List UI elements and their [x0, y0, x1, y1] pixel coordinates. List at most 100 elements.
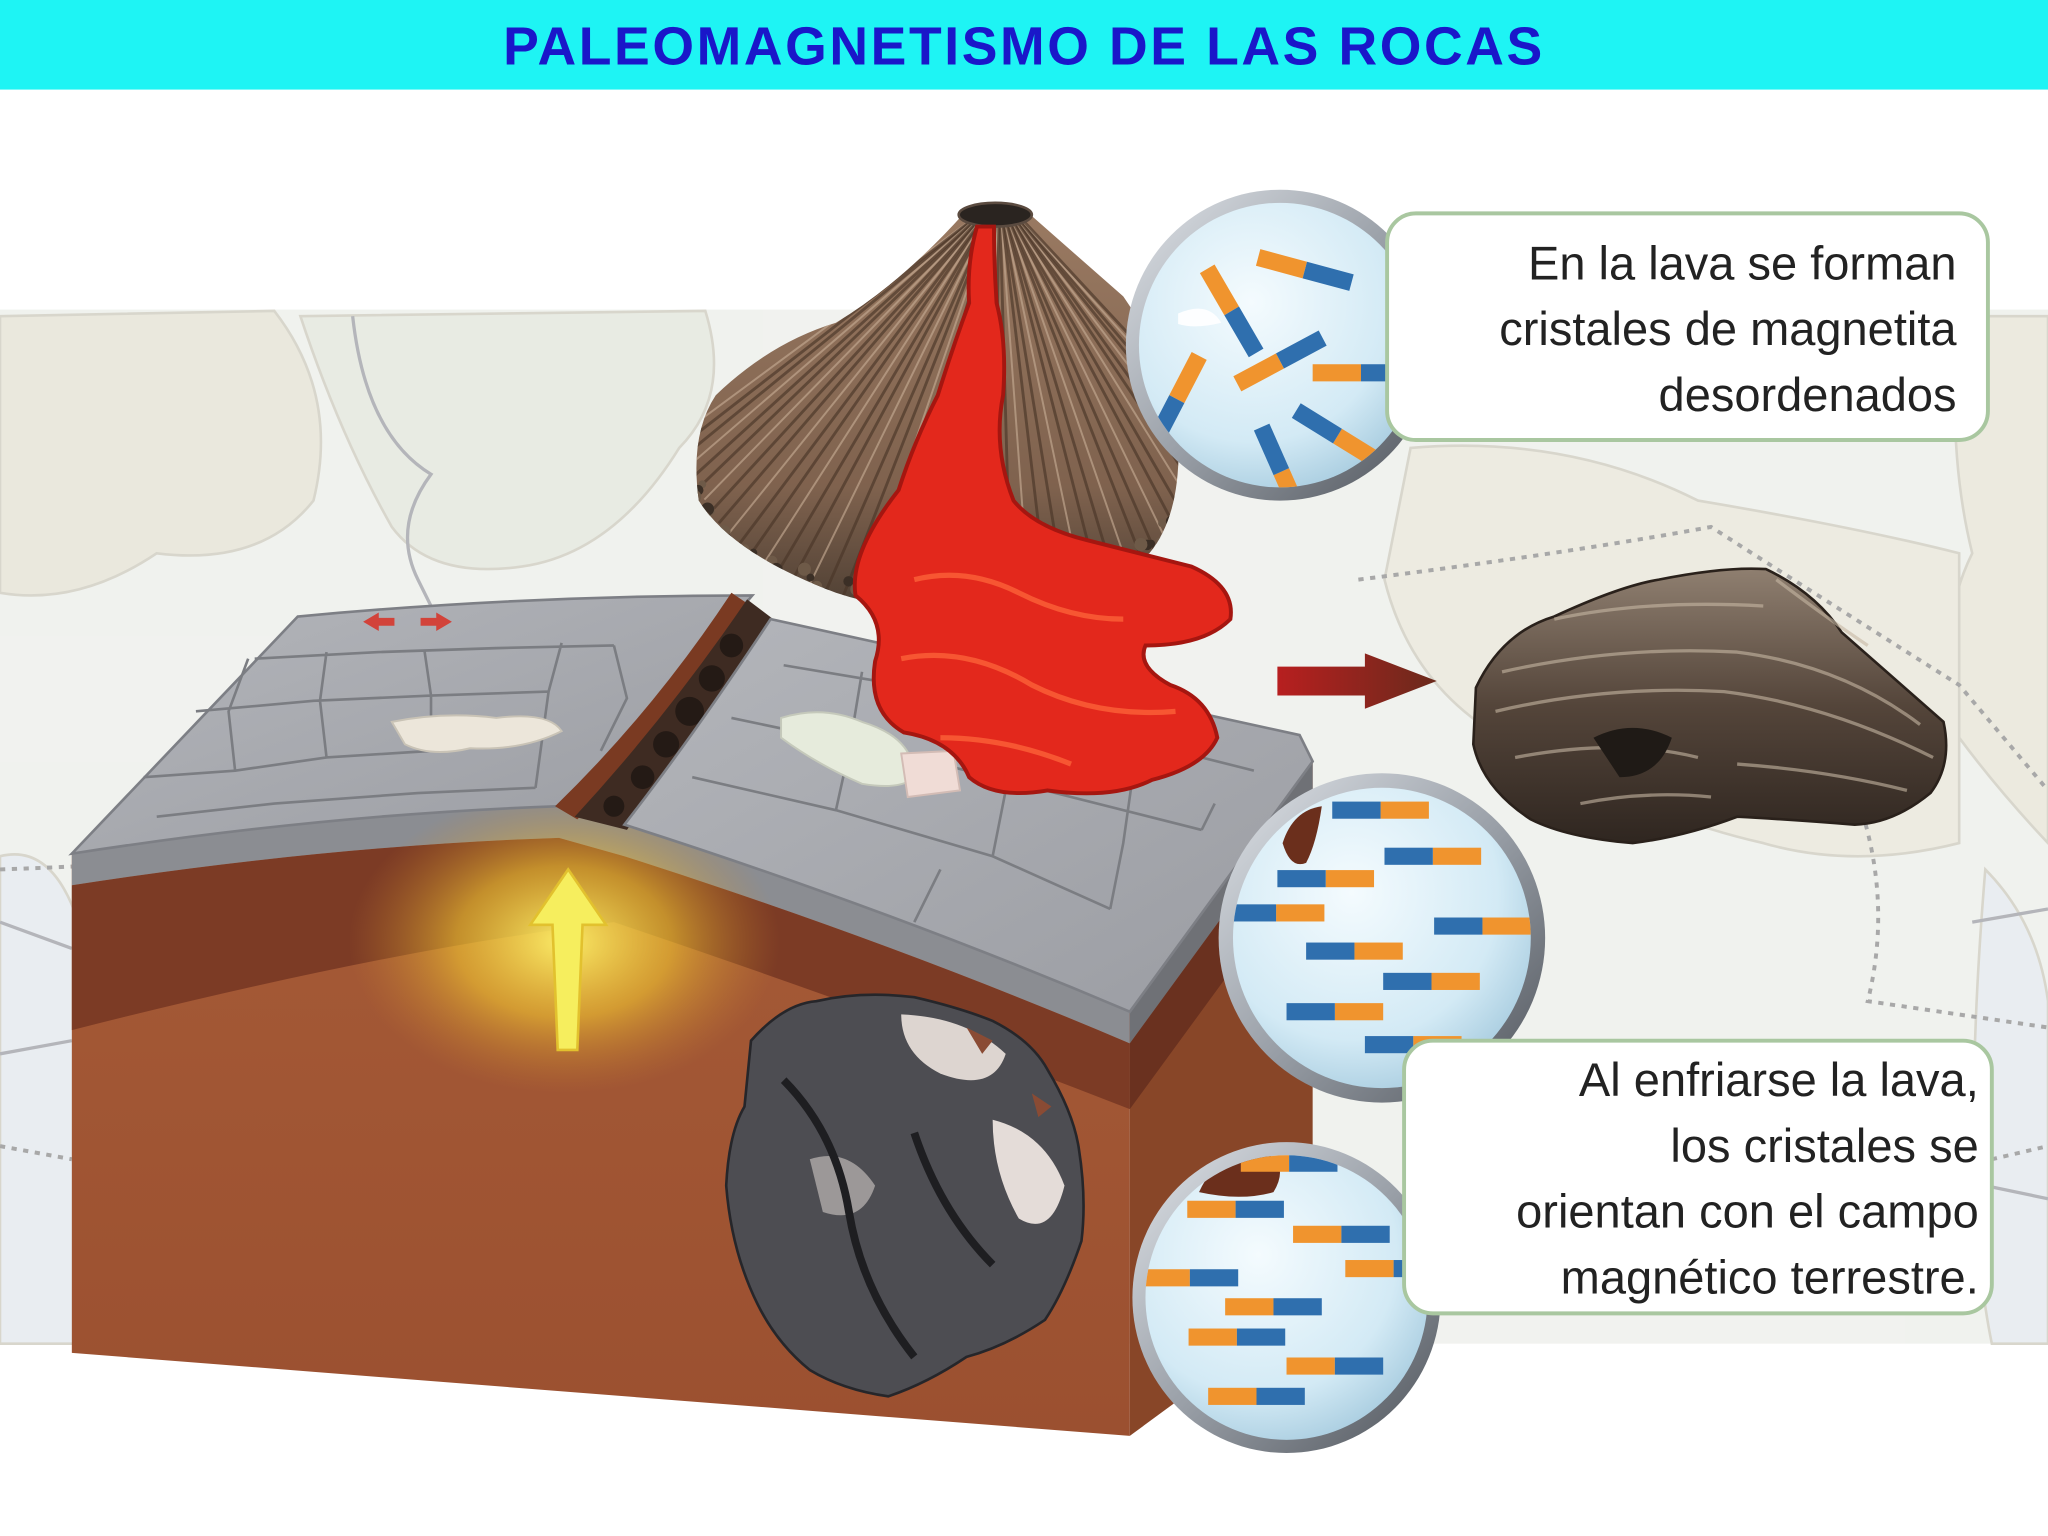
crystal-pole-blue [1291, 403, 1342, 444]
magnetite-crystal-aligned [1383, 972, 1480, 990]
rock-dark-vein [780, 1077, 996, 1360]
crystal-pole-blue [1306, 942, 1355, 960]
crystal-pole-orange [1199, 264, 1239, 316]
crystal-pole-orange [1334, 1003, 1384, 1021]
volcano-ash-speckle [1134, 537, 1148, 552]
crystal-pole-orange [1233, 353, 1284, 392]
volcano-ridge-line [696, 220, 972, 438]
crystal-pole-orange [1431, 972, 1480, 990]
crystal-pole-blue [1236, 1328, 1286, 1346]
volcano-ridge-line [1011, 220, 1170, 546]
volcano-ridge-line [762, 220, 985, 566]
map-landmass [0, 309, 323, 597]
map-border-line [1358, 524, 2048, 792]
rubble-stone [719, 633, 744, 658]
crystal-pole-blue [1434, 917, 1483, 935]
magnetite-crystal-aligned [1286, 1003, 1384, 1021]
crystal-pole-blue [1224, 306, 1264, 358]
right-plate-continent-patch [900, 749, 962, 799]
volcano-ash-speckle [843, 576, 854, 587]
volcano-ash-speckle [696, 484, 704, 496]
volcano-ridge-line [1005, 220, 1117, 583]
volcano-ridge-line [703, 220, 977, 501]
crystal-pole-blue [1286, 1003, 1335, 1021]
magnetite-crystal-aligned [1306, 942, 1403, 960]
volcano-ridge-line [1008, 220, 1146, 566]
crystal-pole-orange [1145, 1269, 1190, 1287]
volcano-ridge-line [1011, 220, 1179, 536]
volcano-ridge-line [696, 220, 973, 451]
magnetite-crystal-aligned [1384, 847, 1482, 865]
callout-line: cristales de magnetita [1499, 303, 1957, 356]
magnetite-crystal-aligned [1293, 1225, 1390, 1243]
crystal-pole-blue [1235, 1200, 1284, 1218]
crystal-pole-orange [1345, 1260, 1394, 1278]
callout-line: orientan con el campo [1516, 1186, 1979, 1239]
plate-divergence-arrow-icon [420, 612, 452, 631]
magma-rock [724, 993, 1085, 1398]
crystal-pole-blue [1189, 1269, 1239, 1287]
crystal-pole-blue [1277, 870, 1326, 888]
banner-background [0, 0, 2048, 90]
callout-aligned: Al enfriarse la lava, los cristales se o… [1402, 1038, 1994, 1316]
rubble-stone [675, 696, 704, 726]
volcano-ridge-line [775, 220, 986, 575]
rift-valley [574, 599, 774, 830]
volcano-ridge-line [1007, 220, 1132, 575]
map-landmass [298, 309, 716, 571]
rock-sample-icon [1471, 567, 1948, 845]
magnetite-crystal-disordered [1255, 249, 1354, 291]
process-arrow-icon [1277, 653, 1437, 709]
volcano-ridge-line [1004, 220, 1102, 591]
rubble-stone [630, 765, 655, 790]
crystal-pole-blue [1232, 904, 1277, 922]
rubble-stone [603, 795, 625, 817]
rock-sample-icon [724, 993, 1085, 1398]
volcano-ridge-line [737, 220, 983, 547]
lens-interior [1138, 202, 1422, 488]
magma-upwelling-arrow-icon [527, 867, 609, 1052]
lava-highlight [900, 572, 1176, 767]
crystal-pole-orange [1188, 1328, 1237, 1346]
volcano-ridge-line [717, 220, 980, 525]
map-country-line [351, 315, 434, 607]
magnetite-crystal-aligned [1286, 1357, 1384, 1375]
volcano-ridge-line [806, 220, 988, 591]
magnetite-crystal-aligned [1332, 801, 1429, 819]
magnetite-crystal-aligned [1187, 1200, 1284, 1218]
callout-line: Al enfriarse la lava, [1579, 1054, 1979, 1107]
crystal-pole-blue [1384, 847, 1433, 865]
crystal-pole-orange [1354, 942, 1403, 960]
volcano-ridge-line [1019, 220, 1179, 464]
rock-rust-patch [966, 1027, 1052, 1118]
crystal-pole-blue [1332, 801, 1381, 819]
volcano-ridge-line [709, 220, 979, 513]
magnetite-crystal-aligned [1208, 1387, 1305, 1405]
volcano-ridge-line [696, 220, 975, 476]
magnetite-crystal-aligned [1188, 1328, 1286, 1346]
rock-light-patch [992, 1119, 1065, 1224]
crystal-pole-blue [1364, 1036, 1414, 1054]
callout-box [1385, 211, 1990, 442]
magnetite-crystal-aligned [1434, 917, 1531, 935]
callout-line: En la lava se forman [1528, 237, 1957, 290]
volcano-crater [957, 201, 1034, 228]
title-banner: PALEOMAGNETISMO DE LAS ROCAS [0, 0, 2048, 90]
magnetite-crystal-aligned [1145, 1269, 1239, 1287]
volcano-ash-speckle [806, 573, 815, 582]
volcano-ridge-line [748, 220, 984, 557]
volcano-ridge-line [698, 220, 977, 489]
map-border-line [0, 1144, 2048, 1162]
volcano-ridge-line [696, 220, 974, 463]
volcano-ridge-line [1022, 220, 1179, 438]
volcano-ridge-line [1013, 220, 1179, 524]
left-plate-rift-edge [555, 592, 755, 820]
rift-rubble [603, 633, 744, 817]
crystal-pole-orange [1225, 1298, 1274, 1316]
magnetite-crystal-disordered [1253, 423, 1309, 488]
crystal-pole-blue [1302, 261, 1354, 291]
crystal-pole-orange [1208, 1387, 1257, 1405]
map-country-line [0, 907, 2048, 1201]
volcano-ridge-line [1018, 220, 1179, 476]
crystal-pole-blue [1273, 1298, 1322, 1316]
